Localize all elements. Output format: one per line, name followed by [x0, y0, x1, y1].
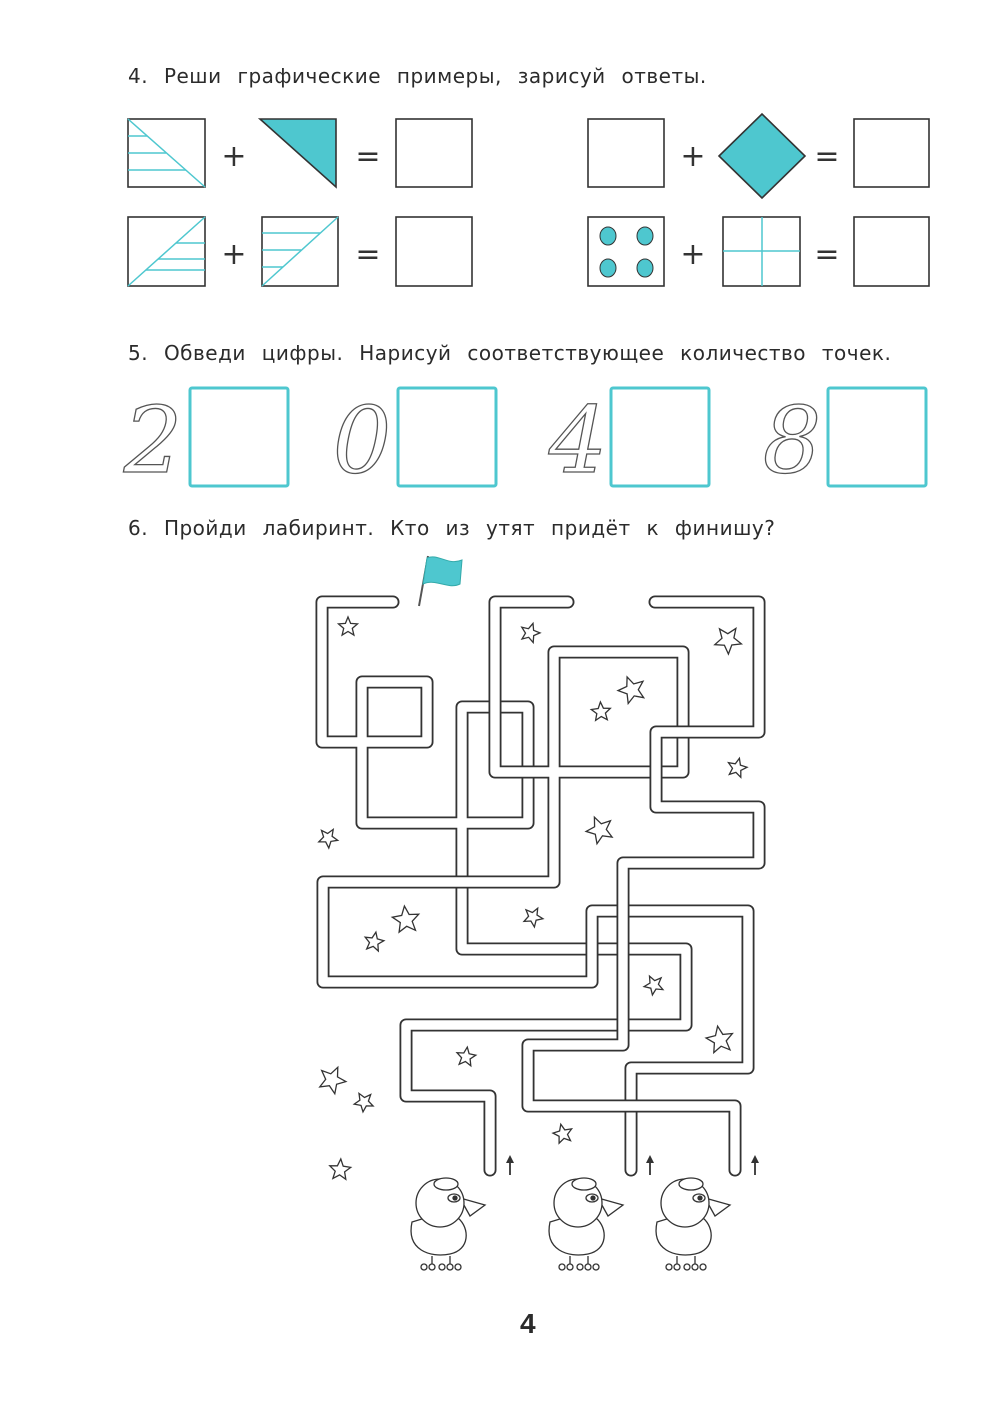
trace-digits: 2 0 4 8: [122, 386, 928, 495]
duck-icon: [410, 1177, 487, 1271]
equals-sign: =: [814, 237, 839, 272]
example-4: [587, 216, 930, 287]
trace-digit: 8: [763, 387, 822, 494]
trace-digit: 2: [123, 387, 183, 494]
maze-path-3[interactable]: [521, 595, 766, 1177]
star-icon: [352, 1091, 375, 1114]
star-icon: [704, 1024, 734, 1055]
plus-sign: +: [221, 139, 246, 174]
maze-path-2[interactable]: [316, 595, 755, 1177]
answer-box[interactable]: [395, 216, 473, 287]
page-number: 4: [520, 1308, 536, 1339]
hatched-triangle-box: [127, 216, 206, 287]
arrow-up-icon: [646, 1155, 654, 1175]
star-icon: [455, 1045, 478, 1068]
answer-box[interactable]: [395, 118, 473, 188]
answer-box[interactable]: [853, 216, 930, 287]
dots-answer-box[interactable]: [188, 386, 290, 488]
star-icon: [616, 675, 646, 706]
arrow-up-icon: [506, 1155, 514, 1175]
plus-sign: +: [680, 139, 705, 174]
star-icon: [589, 700, 612, 722]
star-icon: [328, 1157, 353, 1181]
plus-sign: +: [680, 237, 705, 272]
stars: [317, 615, 749, 1181]
flag-icon: [418, 555, 463, 607]
dots-answer-box[interactable]: [396, 386, 498, 488]
star-icon: [522, 906, 545, 929]
answer-box[interactable]: [853, 118, 930, 188]
star-icon: [336, 615, 360, 637]
filled-diamond: [717, 112, 807, 200]
ducks: [410, 1177, 732, 1271]
star-icon: [363, 930, 386, 953]
equals-sign: =: [355, 237, 380, 272]
equals-sign: =: [814, 139, 839, 174]
example-2: [587, 112, 930, 200]
star-icon: [584, 815, 614, 846]
duck-icon: [655, 1177, 732, 1271]
task-6-title: 6. Пройди лабиринт. Кто из утят придёт к…: [128, 516, 776, 540]
plus-sign: +: [221, 237, 246, 272]
equals-sign: =: [355, 139, 380, 174]
star-icon: [390, 904, 421, 934]
duck-icon: [548, 1177, 625, 1271]
star-icon: [520, 621, 542, 645]
hatched-triangle-box: [261, 216, 339, 287]
arrow-up-icon: [751, 1155, 759, 1175]
dots-box: [587, 216, 665, 287]
task-5-title: 5. Обведи цифры. Нарисуй соответствующее…: [128, 341, 892, 365]
dots-answer-box[interactable]: [826, 386, 928, 488]
star-icon: [317, 827, 340, 850]
maze: [315, 595, 766, 1177]
task-4-title: 4. Реши графические примеры, зарисуй отв…: [128, 64, 707, 88]
star-icon: [727, 756, 749, 779]
maze-path-1[interactable]: [315, 595, 693, 1177]
star-icon: [318, 1065, 348, 1096]
empty-box: [587, 118, 665, 188]
star-icon: [642, 974, 665, 997]
star-icon: [551, 1122, 574, 1145]
trace-digit: 4: [548, 387, 608, 494]
example-3: [127, 216, 473, 287]
dots-answer-box[interactable]: [609, 386, 711, 488]
arrows: [506, 1155, 759, 1175]
example-1: [127, 118, 473, 189]
filled-triangle: [257, 118, 337, 189]
trace-digit: 0: [333, 387, 392, 494]
star-icon: [713, 626, 744, 656]
graphic-examples: + = + = + = + =: [127, 112, 930, 287]
